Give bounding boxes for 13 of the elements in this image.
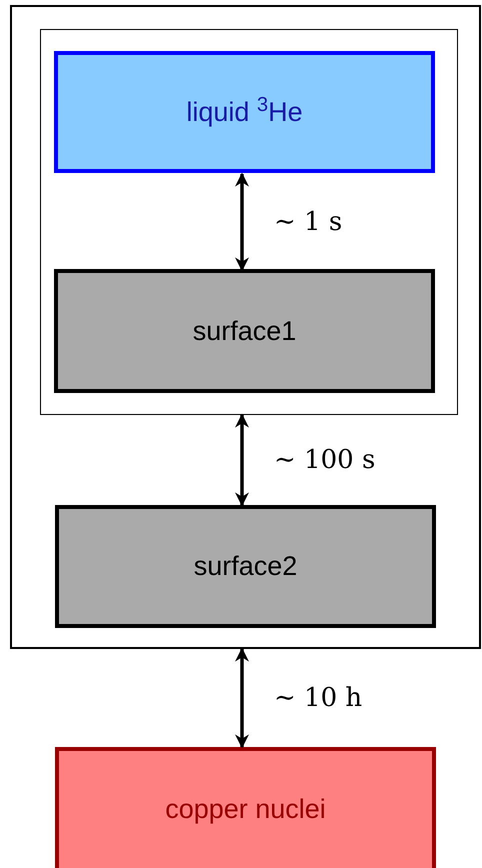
double-arrow: [235, 172, 249, 272]
inner-frame: [40, 29, 458, 415]
node-label: copper nuclei: [165, 793, 326, 826]
outer-frame: [10, 5, 481, 649]
double-arrow: [235, 648, 249, 748]
double-arrow: [235, 414, 249, 506]
node-label: surface1: [192, 314, 296, 348]
surface-box: [54, 269, 435, 393]
node-label: liquid $^{3}$He: [186, 92, 303, 129]
nucleus-box: [55, 747, 436, 868]
surface-box: [55, 505, 436, 628]
node-label: surface2: [194, 550, 298, 584]
liquid-box: [54, 51, 435, 173]
